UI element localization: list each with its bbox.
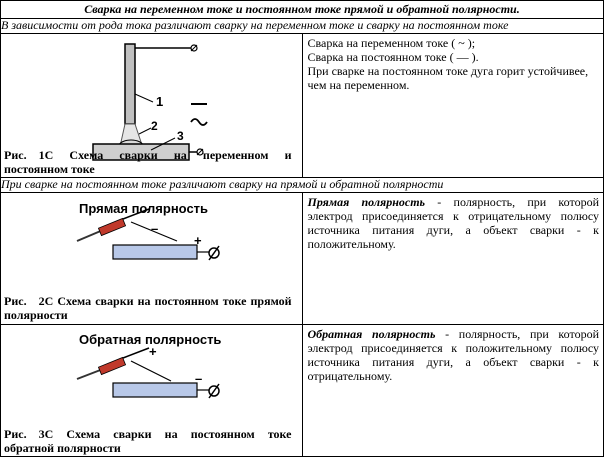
plus-sign: + xyxy=(194,233,202,248)
ac-dc-welding-diagram: 1 2 3 xyxy=(92,43,208,161)
straight-polarity-title: Прямая полярность xyxy=(79,201,208,216)
terminal-icon xyxy=(208,385,220,397)
table-title: Сварка на переменном токе и постоянном т… xyxy=(0,0,604,19)
electrode-holder-shape xyxy=(97,217,127,237)
dc-line: Сварка на постоянном токе ( — ). xyxy=(307,50,479,64)
section-polarity-heading: При сварке на постоянном токе различают … xyxy=(0,177,604,193)
label-workpiece: 3 xyxy=(177,129,184,143)
label-electrode: 1 xyxy=(156,94,163,109)
straight-polarity-diagram: Прямая полярность – + xyxy=(75,198,220,261)
section-ac-dc-heading: В зависимости от рода тока различают сва… xyxy=(0,18,604,34)
stability-note: При сварке на постоянном токе дуга горит… xyxy=(307,64,589,92)
reverse-polarity-title: Обратная полярность xyxy=(79,332,221,347)
minus-sign: – xyxy=(151,221,158,236)
ac-line: Сварка на переменном токе ( ~ ); xyxy=(307,36,476,50)
ac-symbol-icon xyxy=(190,118,208,126)
straight-polarity-description: Прямая полярность - полярность, при кото… xyxy=(301,192,604,325)
straight-polarity-term: Прямая полярность xyxy=(307,195,426,209)
figure-1c-caption: Рис.1С Схема сварки на переменном и пост… xyxy=(4,148,292,176)
electrode-holder-shape xyxy=(97,356,127,376)
figure-1c-cell: 1 2 3 Рис.1С Схема сварки на переменном … xyxy=(0,33,303,178)
terminal-icon xyxy=(208,247,220,259)
figure-2c-cell: Прямая полярность – + Рис.2С Схема сварк… xyxy=(0,192,303,325)
workpiece-bar xyxy=(112,382,198,398)
reverse-polarity-term: Обратная полярность xyxy=(307,327,436,341)
ac-dc-description: Сварка на переменном токе ( ~ ); Сварка … xyxy=(301,33,604,178)
electrode-rod xyxy=(122,208,150,220)
figure-3c-cell: Обратная полярность + – Рис.3С Схема сва… xyxy=(0,324,303,457)
figure-3c-caption: Рис.3С Схема сварки на постоянном токе о… xyxy=(4,427,292,455)
electrode-shape xyxy=(124,43,136,125)
reverse-polarity-diagram: Обратная полярность + – xyxy=(75,329,227,399)
plus-sign: + xyxy=(149,344,157,359)
figure-2c-caption: Рис.2С Схема сварки на постоянном токе п… xyxy=(4,294,292,322)
reverse-polarity-description: Обратная полярность - полярность, при ко… xyxy=(301,324,604,457)
minus-sign: – xyxy=(195,371,202,386)
electrode-rod xyxy=(122,347,150,359)
workpiece-bar xyxy=(112,244,198,260)
label-arc: 2 xyxy=(151,119,158,133)
arc-shape xyxy=(120,123,142,143)
